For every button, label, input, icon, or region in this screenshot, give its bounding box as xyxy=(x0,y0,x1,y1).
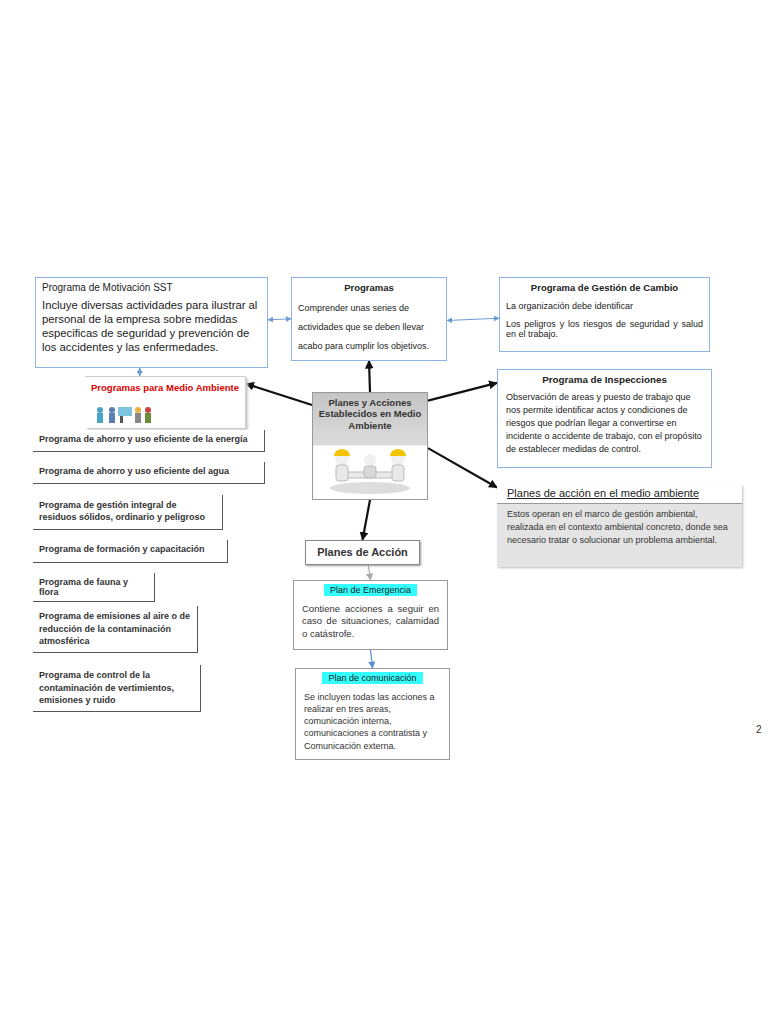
node-body: Se incluyen todas las acciones a realiza… xyxy=(304,691,441,752)
central-node: Planes y Acciones Establecidos en Medio … xyxy=(312,392,428,500)
plan-box: Plan de comunicación Se incluyen todas la… xyxy=(295,668,450,760)
program-item: Programa de control de la contaminación … xyxy=(33,665,201,712)
connector-arrow xyxy=(447,318,499,320)
connector-arrow xyxy=(363,500,371,540)
action-plan-box: Planes de acción en el medio ambienteEst… xyxy=(497,485,742,567)
node-heading: Plan de Emergencia xyxy=(302,585,439,595)
node-body: Los peligros y los riesgos de seguridad … xyxy=(506,319,703,340)
node-heading: Programa de fauna y flora xyxy=(39,577,148,597)
node-body: Comprender unas series de actividades qu… xyxy=(298,299,440,356)
connector-arrow xyxy=(371,650,373,668)
node-body: Estos operan en el marco de gestión ambi… xyxy=(497,504,742,551)
connector-arrow xyxy=(368,565,370,580)
node-heading: Programa de gestión integral de residuos… xyxy=(39,499,216,523)
page-number: 2 xyxy=(756,724,762,735)
node-heading: Planes de acción en el medio ambiente xyxy=(497,485,742,504)
node-heading: Programa de Inspecciones xyxy=(506,374,703,385)
node-heading: Programa de formación y capacitación xyxy=(39,544,221,554)
node-heading: Programa de control de la contaminación … xyxy=(39,669,194,707)
node-body: La organización debe identificar xyxy=(506,301,703,311)
program-box: Programa de InspeccionesObservación de a… xyxy=(497,369,712,468)
program-box: ProgramasComprender unas series de activ… xyxy=(291,277,447,361)
program-item: Programa de ahorro y uso eficiente de la… xyxy=(33,430,265,452)
node-heading: Programa de Gestión de Cambio xyxy=(506,282,703,293)
plan-box: Plan de EmergenciaContiene acciones a se… xyxy=(293,580,448,650)
node-body: Incluye diversas actividades para ilustr… xyxy=(42,298,261,354)
node-heading: Programas para Medio Ambiente xyxy=(89,382,241,393)
node-heading: Plan de comunicación xyxy=(304,673,441,683)
people-icons xyxy=(97,407,151,423)
connector-arrow xyxy=(428,383,497,401)
program-box: Programa de Motivación SST Incluye divers… xyxy=(35,277,268,368)
node-heading: Programa de emisiones al aire o de reduc… xyxy=(39,610,191,648)
connector-arrow xyxy=(268,318,291,320)
program-item: Programa de emisiones al aire o de reduc… xyxy=(33,606,198,653)
program-item: Programa de ahorro y uso eficiente del a… xyxy=(33,462,265,484)
section-box: Planes de Acción xyxy=(305,540,420,565)
program-item: Programa de gestión integral de residuos… xyxy=(33,495,223,530)
node-heading: Programas xyxy=(298,282,440,293)
connector-arrow xyxy=(246,384,312,405)
connector-arrow xyxy=(369,361,370,392)
node-body: Contiene acciones a seguir en caso de si… xyxy=(302,603,439,640)
node-heading: Programa de ahorro y uso eficiente de la… xyxy=(39,434,258,444)
program-item: Programa de fauna y flora xyxy=(33,573,155,602)
node-heading: Planes y Acciones Establecidos en Medio … xyxy=(317,397,423,431)
category-box: Programas para Medio Ambiente xyxy=(85,376,246,428)
node-body: Observación de areas y puesto de trabajo… xyxy=(506,391,703,456)
node-heading: Programa de ahorro y uso eficiente del a… xyxy=(39,466,258,476)
node-heading: Planes de Acción xyxy=(308,546,417,558)
program-box: Programa de Gestión de Cambio La organiza… xyxy=(499,277,710,352)
connector-arrow xyxy=(428,448,497,487)
program-item: Programa de formación y capacitación xyxy=(33,540,228,563)
node-heading: Programa de Motivación SST xyxy=(42,282,261,293)
connector-arrow xyxy=(139,368,140,376)
